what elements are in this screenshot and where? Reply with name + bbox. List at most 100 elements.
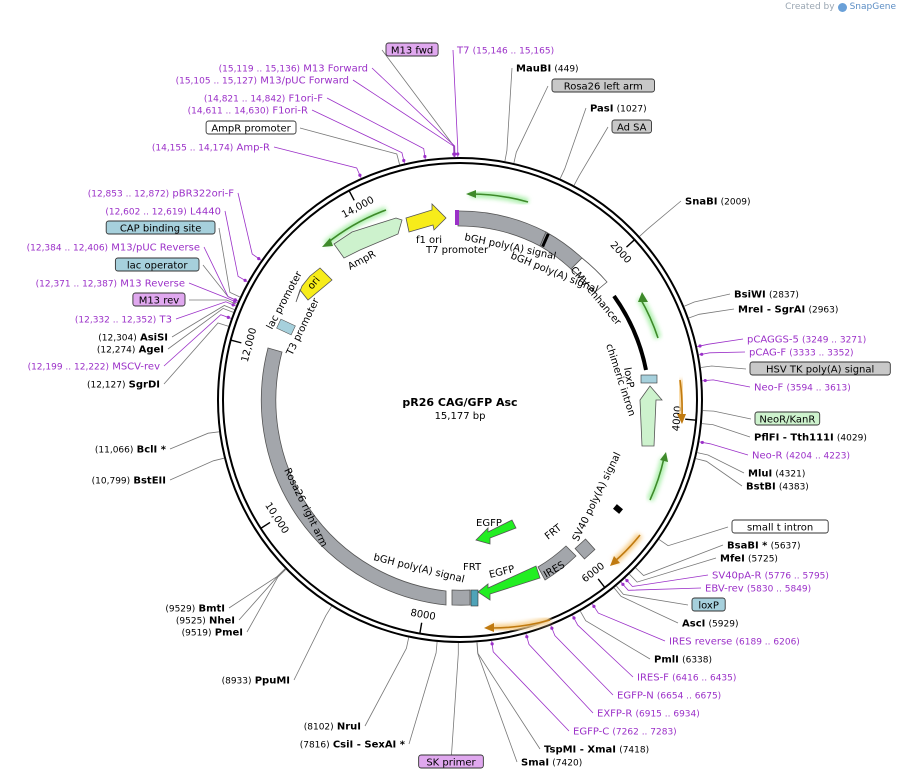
feature-label-9[interactable]: pCAGGS-5 (3249 .. 3271) [747, 335, 866, 346]
feature-label-47[interactable]: M13 rev [132, 292, 186, 307]
feature-label-51[interactable]: CAP binding site [105, 220, 216, 235]
label-text: HSV TK poly(A) signal [766, 365, 874, 376]
label-box [691, 597, 726, 612]
label-text: (12,332 .. 12,352) T3 [75, 315, 172, 326]
site-coordinates: (14,611 .. 14,630) [188, 107, 269, 117]
label-leader [639, 200, 682, 237]
feature-label-58[interactable]: (15,105 .. 15,127) M13/pUC Forward [176, 76, 349, 87]
label-text: SK primer [426, 758, 476, 769]
label-leader [273, 146, 362, 179]
label-leader [450, 643, 459, 763]
feature-label-45[interactable]: (12,304) AsiSI [98, 333, 168, 344]
feature-label-59[interactable]: (15,119 .. 15,136) M13 Forward [219, 64, 368, 75]
site-coordinates: (12,274) [97, 346, 136, 356]
feature-label-37[interactable]: (9519) PmeI [182, 628, 243, 639]
label-leader [701, 423, 751, 438]
label-text: (14,611 .. 14,630) F1ori-R [188, 106, 308, 117]
feature-label-44[interactable]: (12,274) AgeI [97, 345, 164, 356]
feature-label-6[interactable]: SnaBI (2009) [685, 197, 751, 208]
primer-site-mark [453, 152, 457, 156]
feature-label-56[interactable]: (14,611 .. 14,630) F1ori-R [188, 106, 308, 117]
site-coordinates: (2837) [769, 291, 799, 301]
site-coordinates: (14,155 .. 14,174) [152, 144, 233, 154]
feature-label-38[interactable]: (9525) NheI [176, 616, 235, 627]
feature-label-27[interactable]: IRES-F (6416 .. 6435) [637, 673, 736, 684]
label-box [731, 519, 829, 534]
label-box [418, 754, 484, 769]
feature-loxp [640, 374, 658, 384]
label-text: PmlI (6338) [654, 655, 712, 666]
feature-label-24[interactable]: AscI (5929) [682, 619, 738, 630]
feature-marker [541, 233, 550, 248]
feature-label-30[interactable]: EGFP-C (7262 .. 7283) [573, 727, 677, 738]
feature-label-42[interactable]: (12,127) SgrDI [87, 380, 160, 391]
feature-label-39[interactable]: (9529) BmtI [165, 604, 225, 615]
feature-label-40[interactable]: (10,799) BstEII [92, 476, 166, 487]
feature-label-17[interactable]: BstBI (4383) [746, 482, 809, 493]
feature-label-26[interactable]: PmlI (6338) [654, 655, 712, 666]
site-coordinates: (6338) [682, 656, 712, 666]
feature-label-52[interactable]: (12,602 .. 12,619) L4440 [105, 207, 221, 218]
feature-label-5[interactable]: Ad SA [611, 119, 652, 134]
feature-label-21[interactable]: SV40pA-R (5776 .. 5795) [712, 571, 829, 582]
feature-label-34[interactable]: (7816) CsiI - SexAI * [300, 740, 406, 751]
tick-mark [230, 339, 242, 344]
label-text: T7 (15,146 .. 15,165) [456, 46, 554, 57]
feature-label-29[interactable]: EXFP-R (6915 .. 6934) [597, 709, 700, 720]
primer-name: SV40pA-R [712, 571, 761, 582]
feature-label-15[interactable]: Neo-R (4204 .. 4223) [752, 451, 850, 462]
feature-label-48[interactable]: (12,371 .. 12,387) M13 Reverse [36, 279, 185, 290]
feature-label-1[interactable]: T7 (15,146 .. 15,165) [456, 46, 554, 57]
feature-label-16[interactable]: MluI (4321) [748, 469, 805, 480]
feature-label-54[interactable]: (14,155 .. 14,174) Amp-R [152, 143, 270, 154]
feature-label-11[interactable]: HSV TK poly(A) signal [749, 361, 891, 376]
feature-label-46[interactable]: (12,332 .. 12,352) T3 [75, 315, 172, 326]
feature-label-13[interactable]: NeoR/KanR [754, 411, 821, 426]
label-leader [550, 625, 614, 696]
feature-label-8[interactable]: MreI - SgrAI (2963) [738, 305, 838, 316]
feature-label-0[interactable]: M13 fwd [385, 42, 439, 57]
feature-label-57[interactable]: (14,821 .. 14,842) F1ori-F [204, 94, 323, 105]
feature-label-3[interactable]: Rosa26 left arm [551, 78, 655, 93]
label-leader [635, 544, 724, 576]
label-text: AmpR promoter [211, 124, 291, 135]
enzyme-name: PasI [590, 104, 613, 115]
feature-label: FRT [543, 522, 565, 542]
feature-label-28[interactable]: EGFP-N (6654 .. 6675) [617, 691, 721, 702]
feature-label-35[interactable]: (8102) NruI [304, 722, 361, 733]
feature-label-49[interactable]: lac operator [114, 257, 200, 272]
feature-lac [276, 318, 296, 336]
feature-label-19[interactable]: BsaBI * (5637) [727, 541, 801, 552]
feature-label-14[interactable]: PflFI - Tth111I (4029) [754, 433, 867, 444]
feature-label-31[interactable]: TspMI - XmaI (7418) [544, 745, 649, 756]
feature-label-43[interactable]: (12,199 .. 12,222) MSCV-rev [28, 362, 161, 373]
label-leader [616, 585, 689, 606]
feature-label-33[interactable]: SK primer [418, 754, 484, 769]
feature-label-32[interactable]: SmaI (7420) [521, 758, 582, 769]
label-text: PasI (1027) [590, 104, 647, 115]
feature-label-20[interactable]: MfeI (5725) [720, 554, 778, 565]
feature-label-7[interactable]: BsiWI (2837) [734, 290, 799, 301]
label-leader [171, 305, 235, 338]
feature-label-53[interactable]: (12,853 .. 12,872) pBR322ori-F [88, 189, 235, 200]
feature-label-25[interactable]: IRES reverse (6189 .. 6206) [669, 637, 800, 648]
brand-name: SnapGene [849, 2, 896, 12]
feature-label-10[interactable]: pCAG-F (3333 .. 3352) [749, 348, 854, 359]
tick-label: 6000 [580, 561, 607, 585]
feature-label-23[interactable]: loxP [691, 597, 726, 612]
label-text: (9529) BmtI [165, 604, 225, 615]
feature-label-22[interactable]: EBV-rev (5830 .. 5849) [705, 584, 811, 595]
feature-label-55[interactable]: AmpR promoter [205, 120, 297, 135]
feature-ampr [333, 217, 403, 259]
feature-label-18[interactable]: small t intron [731, 519, 829, 534]
feature-label-41[interactable]: (11,066) BclI * [95, 445, 167, 456]
site-coordinates: (3249 .. 3271) [802, 336, 866, 346]
feature-label: T7 promoter [425, 245, 489, 256]
feature-label-4[interactable]: PasI (1027) [590, 104, 647, 115]
feature-ori [295, 267, 333, 303]
feature-label-12[interactable]: Neo-F (3594 .. 3613) [754, 383, 851, 394]
feature-label-2[interactable]: MauBI (449) [516, 64, 579, 75]
feature-label-50[interactable]: (12,384 .. 12,406) M13/pUC Reverse [27, 243, 200, 254]
tick-mark [419, 622, 423, 634]
feature-label-36[interactable]: (8933) PpuMI [222, 676, 290, 687]
